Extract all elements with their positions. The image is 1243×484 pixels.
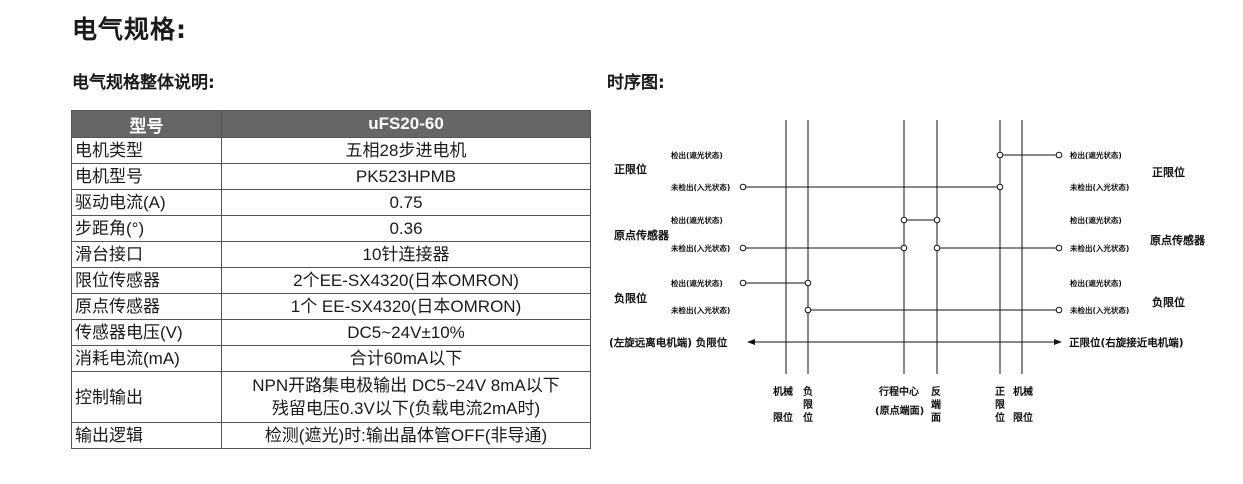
- signal-markers: [739, 151, 1063, 314]
- page-title: 电气规格:: [72, 15, 187, 44]
- table-header-row: 型号 uFS20-60: [71, 110, 591, 138]
- neg-limit-2: 限: [803, 399, 814, 411]
- table-row: 电机类型五相28步进电机: [71, 137, 591, 164]
- state-on-label: 检出(遮光状态): [1070, 215, 1122, 225]
- row-label: 电机型号: [71, 163, 222, 190]
- bottom-labels: 机械 限位 负 限 位 行程中心 (原点端面) 反 端 面 正 限 位 机械 限…: [773, 385, 1033, 424]
- state-off-label: 未检出(入光状态): [1070, 182, 1129, 192]
- row-value: DC5~24V±10%: [221, 319, 591, 346]
- state-off-label: 未检出(入光状态): [671, 305, 730, 315]
- row-label: 电机类型: [71, 137, 222, 164]
- state-on-label: 检出(遮光状态): [671, 215, 723, 225]
- right-label-origin: 原点传感器: [1150, 233, 1206, 247]
- state-on-label: 检出(遮光状态): [1070, 150, 1122, 160]
- signal-traces: [743, 154, 1062, 345]
- row-label: 传感器电压(V): [71, 319, 222, 346]
- row-value: 10针连接器: [221, 241, 591, 268]
- state-on-label: 检出(遮光状态): [671, 278, 723, 288]
- mech-limit-left-1: 机械: [773, 385, 793, 398]
- row-value: 2个EE-SX4320(日本OMRON): [221, 267, 591, 294]
- row-label: 滑台接口: [71, 241, 222, 268]
- pos-limit-1: 正: [995, 386, 1005, 398]
- state-off-label: 未检出(入光状态): [671, 182, 730, 192]
- table-row: 消耗电流(mA)合计60mA以下: [71, 345, 591, 372]
- row-value: 1个 EE-SX4320(日本OMRON): [221, 293, 591, 320]
- left-label-pos-limit: 正限位: [614, 162, 647, 176]
- row-label: 限位传感器: [71, 267, 222, 294]
- row-value: 0.75: [221, 189, 591, 216]
- row-label: 步距角(°): [71, 215, 222, 242]
- pos-limit-2: 限: [995, 399, 1006, 411]
- state-on-label: 检出(遮光状态): [1070, 278, 1122, 288]
- pos-limit-3: 位: [995, 411, 1005, 424]
- row-value: 0.36: [221, 215, 591, 242]
- travel-center-2: (原点端面): [875, 404, 924, 417]
- row-value: PK523HPMB: [221, 163, 591, 190]
- row-label: 原点传感器: [71, 293, 222, 320]
- table-row: 输出逻辑检测(遮光)时:输出晶体管OFF(非导通): [71, 422, 591, 449]
- mech-limit-right-2: 限位: [1013, 411, 1033, 424]
- axis-right-label: 正限位(右旋接近电机端): [1069, 336, 1184, 349]
- section-title: 电气规格整体说明:: [72, 73, 215, 93]
- row-value: 五相28步进电机: [221, 137, 591, 164]
- table-row: 步距角(°)0.36: [71, 215, 591, 242]
- diagram-title: 时序图:: [607, 73, 665, 93]
- mech-limit-right-1: 机械: [1013, 385, 1033, 398]
- header-value: uFS20-60: [221, 110, 591, 138]
- mech-limit-left-2: 限位: [773, 411, 793, 424]
- state-off-label: 未检出(入光状态): [671, 243, 730, 253]
- row-label: 消耗电流(mA): [71, 345, 222, 372]
- right-label-pos-limit: 正限位: [1152, 165, 1185, 179]
- row-label: 驱动电流(A): [71, 189, 222, 216]
- left-label-neg-limit: 负限位: [614, 291, 647, 305]
- neg-limit-3: 位: [803, 411, 813, 424]
- state-off-label: 未检出(入光状态): [1070, 243, 1129, 253]
- axis-left-label: (左旋远离电机端) 负限位: [609, 336, 728, 349]
- travel-center-1: 行程中心: [878, 385, 919, 398]
- row-label: 输出逻辑: [71, 422, 222, 449]
- state-off-label: 未检出(入光状态): [1070, 305, 1129, 315]
- row-value: 合计60mA以下: [221, 345, 591, 372]
- row-label: 控制输出: [71, 371, 222, 423]
- timing-diagram: 正限位 原点传感器 负限位 检出(遮光状态) 未检出(入光状态) 检出(遮光状态…: [609, 120, 1206, 424]
- left-label-origin: 原点传感器: [614, 228, 670, 242]
- reverse-face-3: 面: [931, 412, 941, 424]
- right-label-neg-limit: 负限位: [1152, 295, 1185, 309]
- reverse-face-1: 反: [931, 385, 941, 398]
- row-value: 检测(遮光)时:输出晶体管OFF(非导通): [221, 422, 591, 449]
- neg-limit-1: 负: [803, 385, 813, 398]
- row-value: NPN开路集电极输出 DC5~24V 8mA以下 残留电压0.3V以下(负载电流…: [221, 371, 591, 423]
- table-row: 传感器电压(V)DC5~24V±10%: [71, 319, 591, 346]
- reverse-face-2: 端: [931, 398, 941, 411]
- header-model: 型号: [71, 110, 222, 138]
- state-on-label: 检出(遮光状态): [671, 150, 723, 160]
- table-row: 驱动电流(A)0.75: [71, 189, 591, 216]
